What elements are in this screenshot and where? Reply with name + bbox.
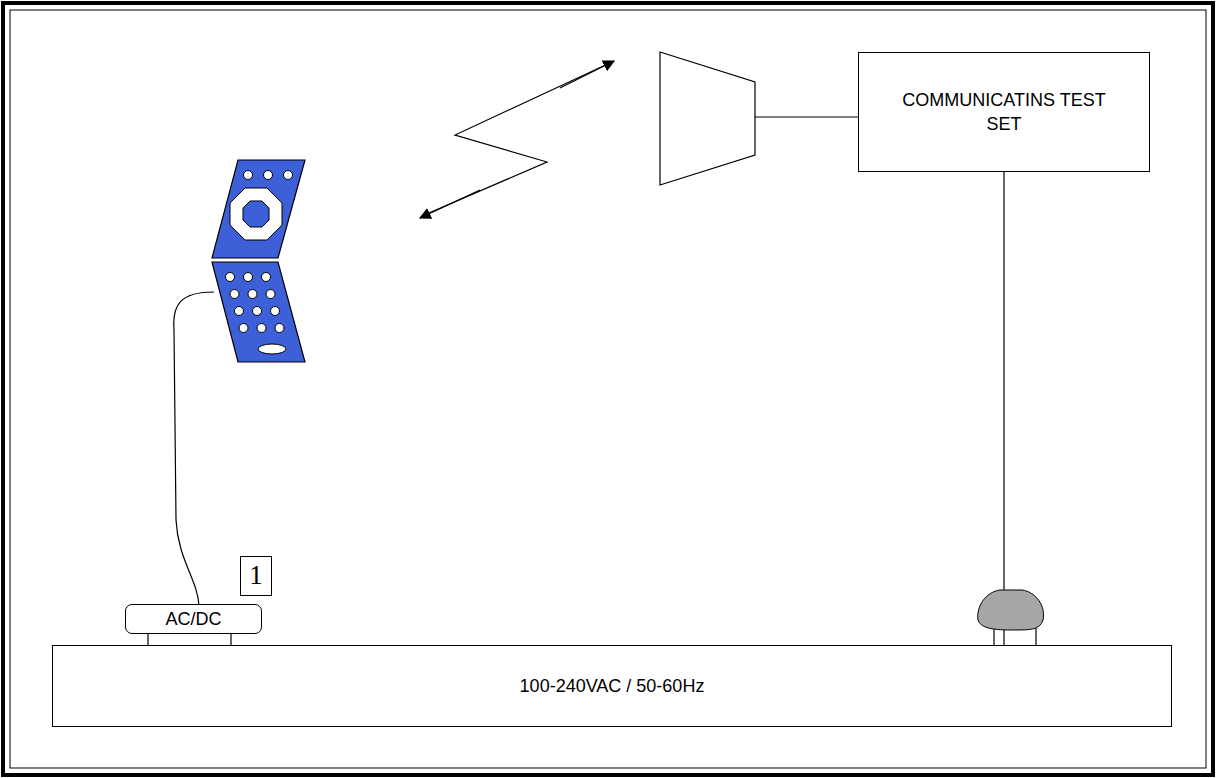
radio-link <box>422 62 612 216</box>
callout-number: 1 <box>240 556 272 596</box>
node-label: 100-240VAC / 50-60Hz <box>520 674 705 698</box>
flip-phone <box>212 160 305 362</box>
power-cord <box>1003 172 1004 645</box>
mains-plug <box>978 590 1044 646</box>
node-label: COMMUNICATINS TEST SET <box>889 88 1119 137</box>
node-label: AC/DC <box>165 607 221 631</box>
test-antenna <box>660 52 755 185</box>
power-strip: 100-240VAC / 50-60Hz <box>52 645 1172 727</box>
outer-frame <box>3 3 1213 775</box>
antenna-cable <box>755 116 858 117</box>
phone-cable <box>174 292 214 606</box>
instrument-box: COMMUNICATINS TEST SET <box>858 52 1150 172</box>
inner-frame <box>10 10 1206 768</box>
node-label: 1 <box>249 561 263 591</box>
power-adapter: AC/DC <box>125 604 262 634</box>
